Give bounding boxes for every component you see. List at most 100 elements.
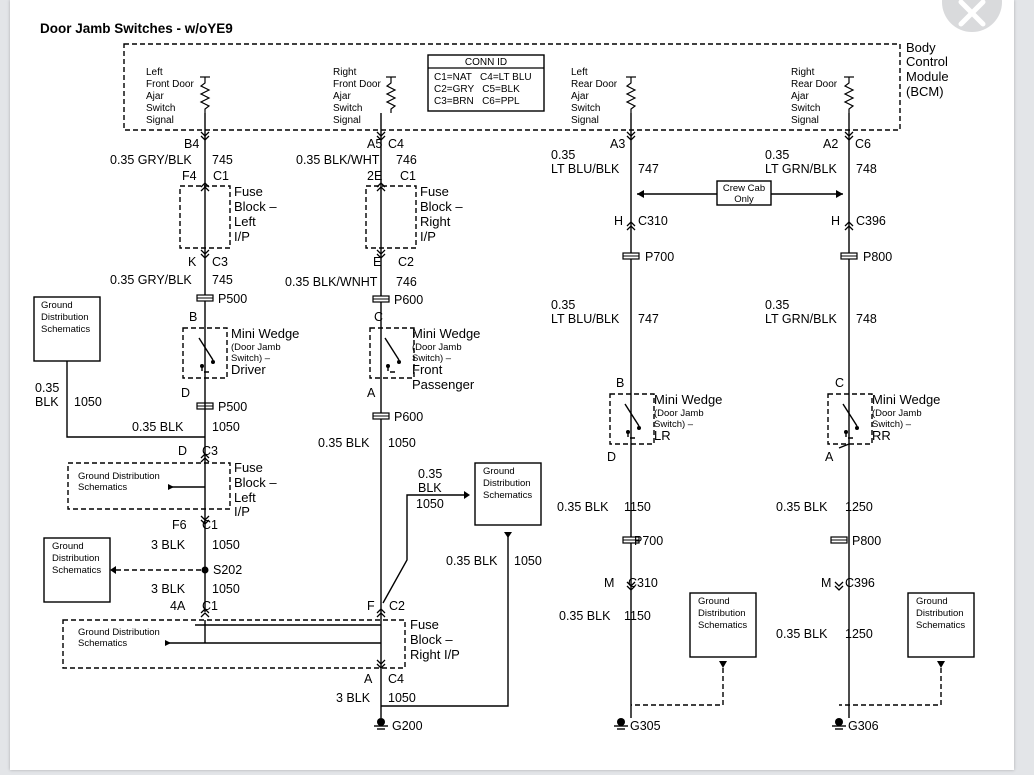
svg-text:Ground: Ground (41, 300, 73, 311)
ground-distribution-box-4[interactable]: Ground Distribution Schematics (689, 592, 757, 658)
pin-c4-bottom: C4 (388, 672, 404, 686)
pin-d-lr: D (607, 450, 616, 464)
pin-c2-junction: C2 (389, 599, 405, 613)
wire-1050-gauge-c: 0.35 BLK (318, 436, 370, 450)
svg-text:Switch: Switch (333, 103, 362, 114)
wire-745-gauge-b: 0.35 GRY/BLK (110, 273, 192, 287)
pullup-resistor-4 (843, 76, 855, 114)
conn-p700-a: P700 (645, 250, 674, 264)
splice-s202-label: S202 (213, 563, 242, 577)
bcm-input-right-front: Right Front Door Ajar Switch Signal (333, 67, 381, 126)
pin-a2: A2 (823, 137, 838, 151)
pin-c3-fuse-left: C3 (212, 255, 228, 269)
ground-distribution-box-2[interactable]: Ground Distribution Schematics (43, 537, 111, 603)
fuse-block-left-ip (179, 185, 231, 249)
wire-1050-gauge-g: 0.35 BLK (446, 554, 498, 568)
pin-c1-fuse-right: C1 (400, 169, 416, 183)
wire-1050-gauge-d: 3 BLK (151, 538, 186, 552)
svg-text:Ground: Ground (698, 596, 730, 607)
wire-746-num-b: 746 (396, 275, 417, 289)
conn-p600-a: P600 (394, 293, 423, 307)
schematic-sheet: Door Jamb Switches - w/oYE9 Body Control… (10, 0, 1014, 770)
svg-text:Crew Cab: Crew Cab (723, 183, 765, 194)
wire-746-num-a: 746 (396, 153, 417, 167)
svg-text:(BCM): (BCM) (906, 84, 944, 99)
pin-c-front-passenger: C (374, 310, 383, 324)
svg-text:LR: LR (654, 428, 671, 443)
close-button[interactable] (942, 0, 1002, 32)
svg-text:Switch) –: Switch) – (412, 353, 452, 364)
svg-text:Ground: Ground (52, 541, 84, 552)
svg-text:Right: Right (791, 67, 815, 78)
pin-a-front-passenger: A (367, 386, 376, 400)
ground-distribution-box-1[interactable]: Ground Distribution Schematics (33, 296, 101, 362)
svg-text:Switch) –: Switch) – (231, 353, 271, 364)
pin-k: K (188, 255, 197, 269)
wire-1050-bridge (382, 494, 464, 604)
ground-distribution-box-3[interactable]: Ground Distribution Schematics (474, 462, 542, 526)
fuse-block-left-ip-label: Fuse Block – Left I/P (234, 184, 277, 244)
bcm-input-right-rear: Right Rear Door Ajar Switch Signal (791, 67, 838, 126)
mini-wedge-driver-label: Mini Wedge (Door Jamb Switch) – Driver (231, 326, 299, 377)
mini-wedge-front-passenger-label: Mini Wedge (Door Jamb Switch) – Front Pa… (412, 326, 480, 392)
pin-a-rr: A (825, 450, 834, 464)
svg-text:(Door Jamb: (Door Jamb (231, 342, 281, 353)
pin-f6: F6 (172, 518, 187, 532)
svg-text:Block –: Block – (234, 475, 277, 490)
conn-p600-b: P600 (394, 410, 423, 424)
svg-text:Ajar: Ajar (146, 91, 164, 102)
pin-d-driver: D (181, 386, 190, 400)
wire-748-gauge-a1: 0.35 (765, 148, 789, 162)
conn-c396-b: C396 (845, 576, 875, 590)
wire-1050-gauge-a1: 0.35 (35, 381, 59, 395)
pin-d-fuse-left-b: D (178, 444, 187, 458)
svg-text:Body: Body (906, 40, 936, 55)
ground-g306-symbol (831, 717, 847, 730)
svg-text:Schematics: Schematics (78, 638, 127, 649)
svg-text:Left: Left (234, 214, 256, 229)
pin-h-lr: H (614, 214, 623, 228)
svg-text:Fuse: Fuse (234, 184, 263, 199)
wire-746-gauge-a: 0.35 BLK/WHT (296, 153, 380, 167)
conn-p500-a: P500 (218, 292, 247, 306)
ground-g306: G306 (848, 719, 879, 733)
svg-text:I/P: I/P (420, 229, 436, 244)
svg-text:Left: Left (571, 67, 588, 78)
wire-745-num-a: 745 (212, 153, 233, 167)
wire-1250-gauge-b: 0.35 BLK (776, 627, 828, 641)
ground-g305-symbol (613, 717, 629, 730)
svg-text:Mini Wedge: Mini Wedge (654, 392, 722, 407)
wire-1050-num-e: 1050 (212, 582, 240, 596)
wire-747-num-b: 747 (638, 312, 659, 326)
svg-text:Right I/P: Right I/P (410, 647, 460, 662)
svg-text:I/P: I/P (234, 504, 250, 519)
pin-a5: A5 (367, 137, 382, 151)
svg-text:Front Door: Front Door (146, 79, 194, 90)
mini-wedge-lr-label: Mini Wedge (Door Jamb Switch) – LR (654, 392, 722, 443)
wire-1150-num-a: 1150 (624, 500, 651, 514)
fuse-block-left-ip-lower-label: Fuse Block – Left I/P (234, 460, 277, 519)
mini-wedge-rr (827, 393, 873, 445)
wire-745-gauge-a: 0.35 GRY/BLK (110, 153, 192, 167)
conn-c396-a: C396 (856, 214, 886, 228)
svg-text:Distribution: Distribution (916, 608, 964, 619)
svg-text:Ground Distribution: Ground Distribution (78, 627, 160, 638)
wire-1050-gauge-f1: 0.35 (418, 467, 442, 481)
wire-1250-num-b: 1250 (845, 627, 873, 641)
circuit-746-front-passenger (372, 113, 390, 618)
conn-c310-a: C310 (638, 214, 668, 228)
wire-1050-num-d: 1050 (212, 538, 240, 552)
svg-text:Switch: Switch (571, 103, 600, 114)
svg-text:Control: Control (906, 54, 948, 69)
mini-wedge-lr (609, 393, 655, 445)
ground-distribution-box-5[interactable]: Ground Distribution Schematics (907, 592, 975, 658)
pin-h-rr: H (831, 214, 840, 228)
svg-text:CONN ID: CONN ID (465, 57, 507, 68)
pin-b-driver: B (189, 310, 197, 324)
ground-g305: G305 (630, 719, 661, 733)
conn-p700-b: P700 (634, 534, 663, 548)
svg-text:Only: Only (734, 194, 754, 205)
conn-p800-b: P800 (852, 534, 881, 548)
wire-1050-gauge-b: 0.35 BLK (132, 420, 184, 434)
